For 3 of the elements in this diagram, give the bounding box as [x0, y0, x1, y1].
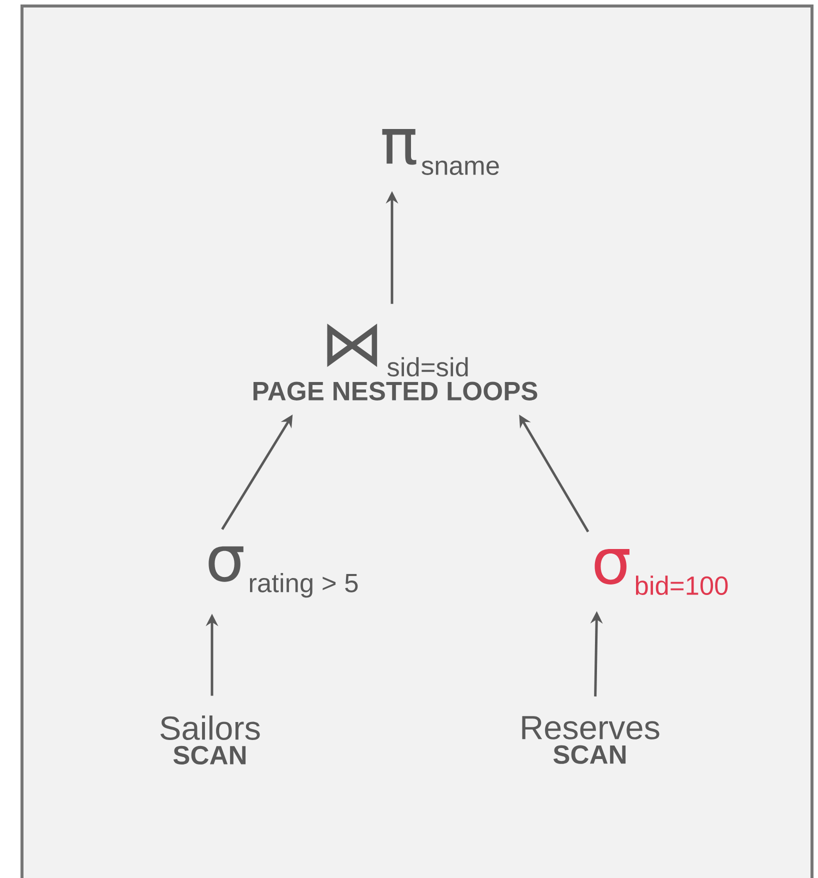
operator-label: π sname: [382, 129, 499, 175]
relation-label: Sailors SCAN: [160, 715, 260, 765]
relation-label: Reserves SCAN: [522, 716, 660, 764]
